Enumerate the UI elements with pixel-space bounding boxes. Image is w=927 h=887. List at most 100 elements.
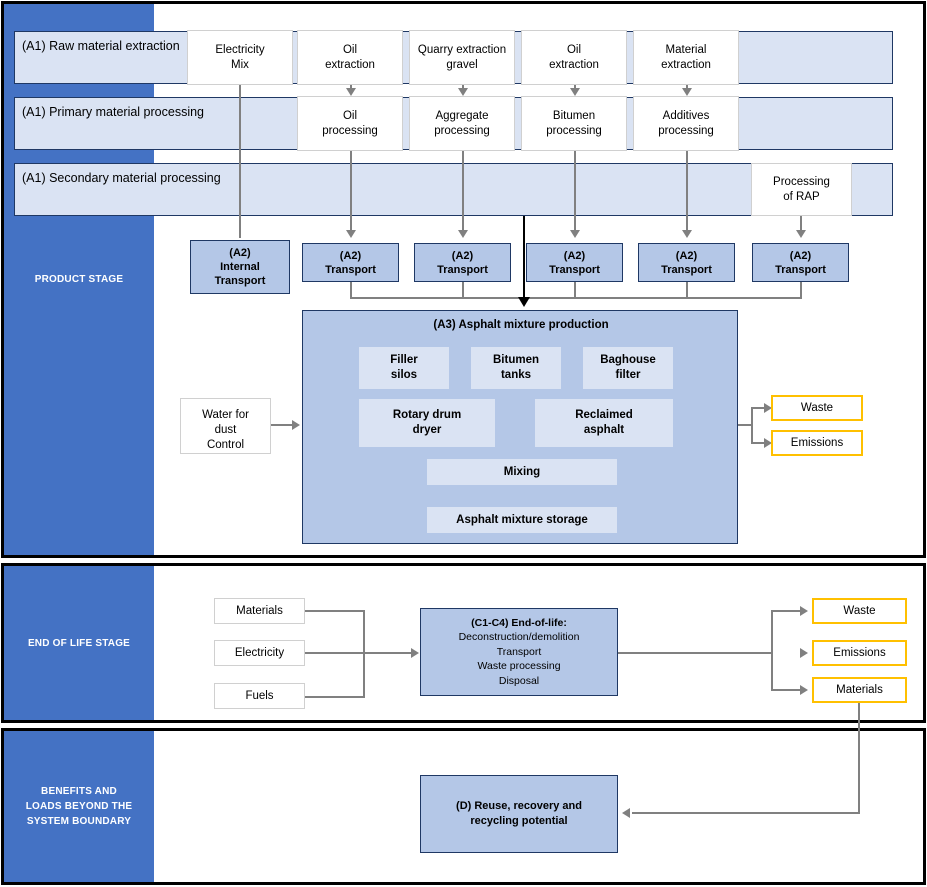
flow-line-oil-ext2-to-bitumen [574,84,576,89]
arrowhead-rap-to-transport [796,230,806,238]
d-box-reuse-recovery-recycling[interactable]: (D) Reuse, recovery and recycling potent… [420,775,618,853]
flow-line-materials-to-d [858,703,860,813]
arrowhead-eol-materials [800,685,808,695]
flow-line-aggregate-to-transport [462,150,464,233]
arrowhead-water-to-a3 [292,420,300,430]
a3-title: (A3) Asphalt mixture production [433,319,609,331]
flow-line-quarry-to-aggregate [462,84,464,89]
transport-box-3-tag: (A2) [563,249,586,262]
transport-box-2-label: Transport [437,263,488,276]
flow-line-rap-to-transport [800,216,802,233]
band-label-a1-primary: (A1) Primary material processing [22,105,204,119]
stage-label-product-stage: PRODUCT STAGE [4,4,154,555]
transport-box-4-label: Transport [661,263,712,276]
arrowhead-eol-waste [800,606,808,616]
stage-label-benefits-beyond: BENEFITS AND LOADS BEYOND THE SYSTEM BOU… [4,731,154,882]
bus-drop-transport-2 [462,282,464,299]
eol-box-c1-c4[interactable]: (C1-C4) End-of-life: Deconstruction/demo… [420,608,618,696]
output-box-a3-emissions[interactable]: Emissions [771,430,863,456]
flow-line-material-to-additives [686,84,688,89]
bus-drop-transport-4 [686,282,688,299]
flow-line-a3-out-riser [751,407,753,443]
input-box-eol-electricity[interactable]: Electricity [214,640,305,666]
flow-line-eol-out-riser [771,610,773,690]
eol-box-line-2: Transport [496,645,542,658]
transport-box-internal-tag: (A2) [229,247,251,259]
bus-drop-transport-1 [350,282,352,299]
flow-line-eol-out-materials [771,689,801,691]
transport-box-5[interactable]: (A2) Transport [752,243,849,282]
trunk-line-into-a3 [523,216,525,299]
arrowhead-quarry-to-aggregate [458,88,468,96]
output-box-eol-emissions[interactable]: Emissions [812,640,907,666]
arrowhead-material-to-additives [682,88,692,96]
arrowhead-inputs-to-eol [411,648,419,658]
transport-box-3[interactable]: (A2) Transport [526,243,623,282]
transport-box-1-label: Transport [325,263,376,276]
flow-line-water-to-a3 [271,424,293,426]
stage-label-product-text: PRODUCT STAGE [34,274,124,285]
eol-box-line-1: Deconstruction/demolition [458,631,580,644]
arrowhead-a3-emissions [764,438,772,448]
bus-drop-transport-3 [574,282,576,299]
output-box-eol-waste[interactable]: Waste [812,598,907,624]
flow-line-a3-out-waste [751,407,765,409]
output-box-a3-waste[interactable]: Waste [771,395,863,421]
arrowhead-additives-to-transport [682,230,692,238]
input-box-eol-materials[interactable]: Materials [214,598,305,624]
arrowhead-oil-ext-to-oil-proc [346,88,356,96]
flow-line-eol-input-bus [363,610,365,698]
arrowhead-oil-ext2-to-bitumen [570,88,580,96]
output-box-eol-materials[interactable]: Materials [812,677,907,703]
eol-box-line-4: Disposal [498,674,540,687]
transport-box-1-tag: (A2) [339,249,362,262]
flow-line-to-d-horizontal [632,812,860,814]
arrowhead-aggregate-to-transport [458,230,468,238]
d-box-label: (D) Reuse, recovery and recycling potent… [456,800,582,827]
transport-box-4-tag: (A2) [675,249,698,262]
transport-box-3-label: Transport [549,263,600,276]
transport-box-1[interactable]: (A2) Transport [302,243,399,282]
flow-line-a3-out-stub [738,424,752,426]
band-a1-secondary-material-processing [14,163,893,216]
a3-box-asphalt-mixture-storage[interactable]: Asphalt mixture storage [427,507,617,533]
transport-box-4[interactable]: (A2) Transport [638,243,735,282]
arrowhead-eol-emissions [800,648,808,658]
flow-line-oil-proc-to-transport [350,150,352,233]
transport-box-5-tag: (A2) [789,249,812,262]
flow-line-additives-to-transport [686,150,688,233]
arrowhead-to-d-box [622,808,630,818]
flow-line-eol-out-waste [771,610,801,612]
input-box-eol-fuels[interactable]: Fuels [214,683,305,709]
transport-box-2[interactable]: (A2) Transport [414,243,511,282]
eol-box-line-3: Waste processing [477,660,561,673]
bus-drop-transport-5 [800,282,802,299]
flow-line-materials-to-bus [305,610,365,612]
flow-line-oil-ext-to-oil-proc [350,84,352,89]
arrowhead-bitumen-to-transport [570,230,580,238]
transport-box-5-label: Transport [775,263,826,276]
arrowhead-oil-proc-to-transport [346,230,356,238]
arrowhead-into-a3 [518,297,530,307]
a3-box-mixing[interactable]: Mixing [427,459,617,485]
